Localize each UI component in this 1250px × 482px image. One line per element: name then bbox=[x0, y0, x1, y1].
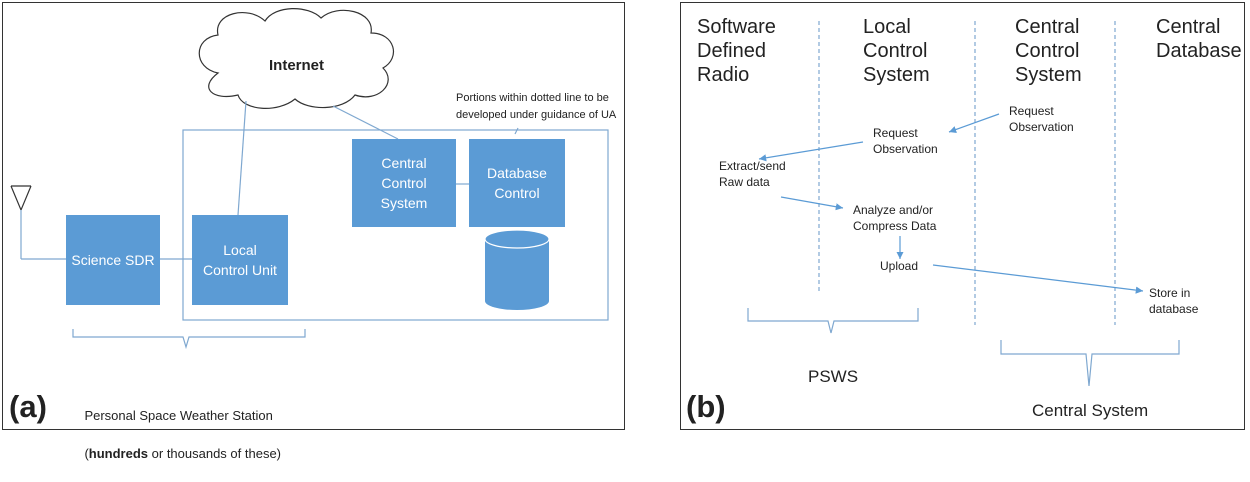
ua-region-outline bbox=[182, 129, 609, 321]
panel-b-letter: (b) bbox=[686, 389, 726, 424]
step-request-observation-central: Request Observation bbox=[1009, 104, 1074, 134]
panel-a: Internet Portions within dotted line to … bbox=[2, 2, 625, 461]
col-header-central-control: Central Control System bbox=[1015, 16, 1082, 86]
internet-cloud-shape bbox=[198, 8, 394, 109]
step-request-observation-local: Request Observation bbox=[873, 126, 938, 156]
science-sdr-label: Science SDR bbox=[71, 252, 155, 268]
database-cylinder bbox=[484, 229, 550, 310]
local-control-unit-label: Local Control Unit bbox=[203, 242, 277, 278]
col-header-sdr: Software Defined Radio bbox=[697, 16, 776, 86]
science-sdr-box: Science SDR bbox=[66, 215, 160, 305]
caption-line2: (hundreds or thousands of these) bbox=[84, 446, 282, 461]
group-label-central-system: Central System bbox=[1032, 401, 1149, 420]
step-extract-send: Extract/send Raw data bbox=[719, 159, 786, 189]
col-header-local-control: Local Control System bbox=[863, 16, 930, 86]
central-control-system-box: Central Control System bbox=[352, 139, 456, 227]
database-control-box: Database Control bbox=[469, 139, 565, 227]
database-control-label: Database Control bbox=[487, 165, 547, 201]
central-system-bracket bbox=[1000, 340, 1180, 387]
caption-bold-word: hundreds bbox=[88, 446, 149, 461]
col-header-central-database: Central Database bbox=[1156, 16, 1242, 62]
internet-label: Internet bbox=[269, 57, 325, 74]
local-control-unit-box: Local Control Unit bbox=[192, 215, 288, 305]
panel-a-connectors bbox=[10, 8, 609, 350]
central-control-system-label: Central Control System bbox=[380, 155, 428, 211]
antenna-icon bbox=[10, 185, 66, 260]
group-label-psws: PSWS bbox=[808, 367, 859, 386]
caption-line1: Personal Space Weather Station bbox=[84, 408, 273, 423]
psws-bracket bbox=[72, 329, 306, 350]
panel-a-letter: (a) bbox=[9, 389, 47, 424]
step-upload: Upload bbox=[880, 259, 919, 273]
panel-b-lines bbox=[747, 21, 1180, 387]
step-analyze-compress: Analyze and/or Compress Data bbox=[853, 203, 937, 233]
pswsb-bracket bbox=[747, 308, 919, 334]
panel-b: Software Defined Radio Local Control Sys… bbox=[680, 2, 1245, 430]
step-store-database: Store in database bbox=[1149, 286, 1199, 316]
ua-guidance-note: Portions within dotted line to be develo… bbox=[456, 92, 617, 121]
